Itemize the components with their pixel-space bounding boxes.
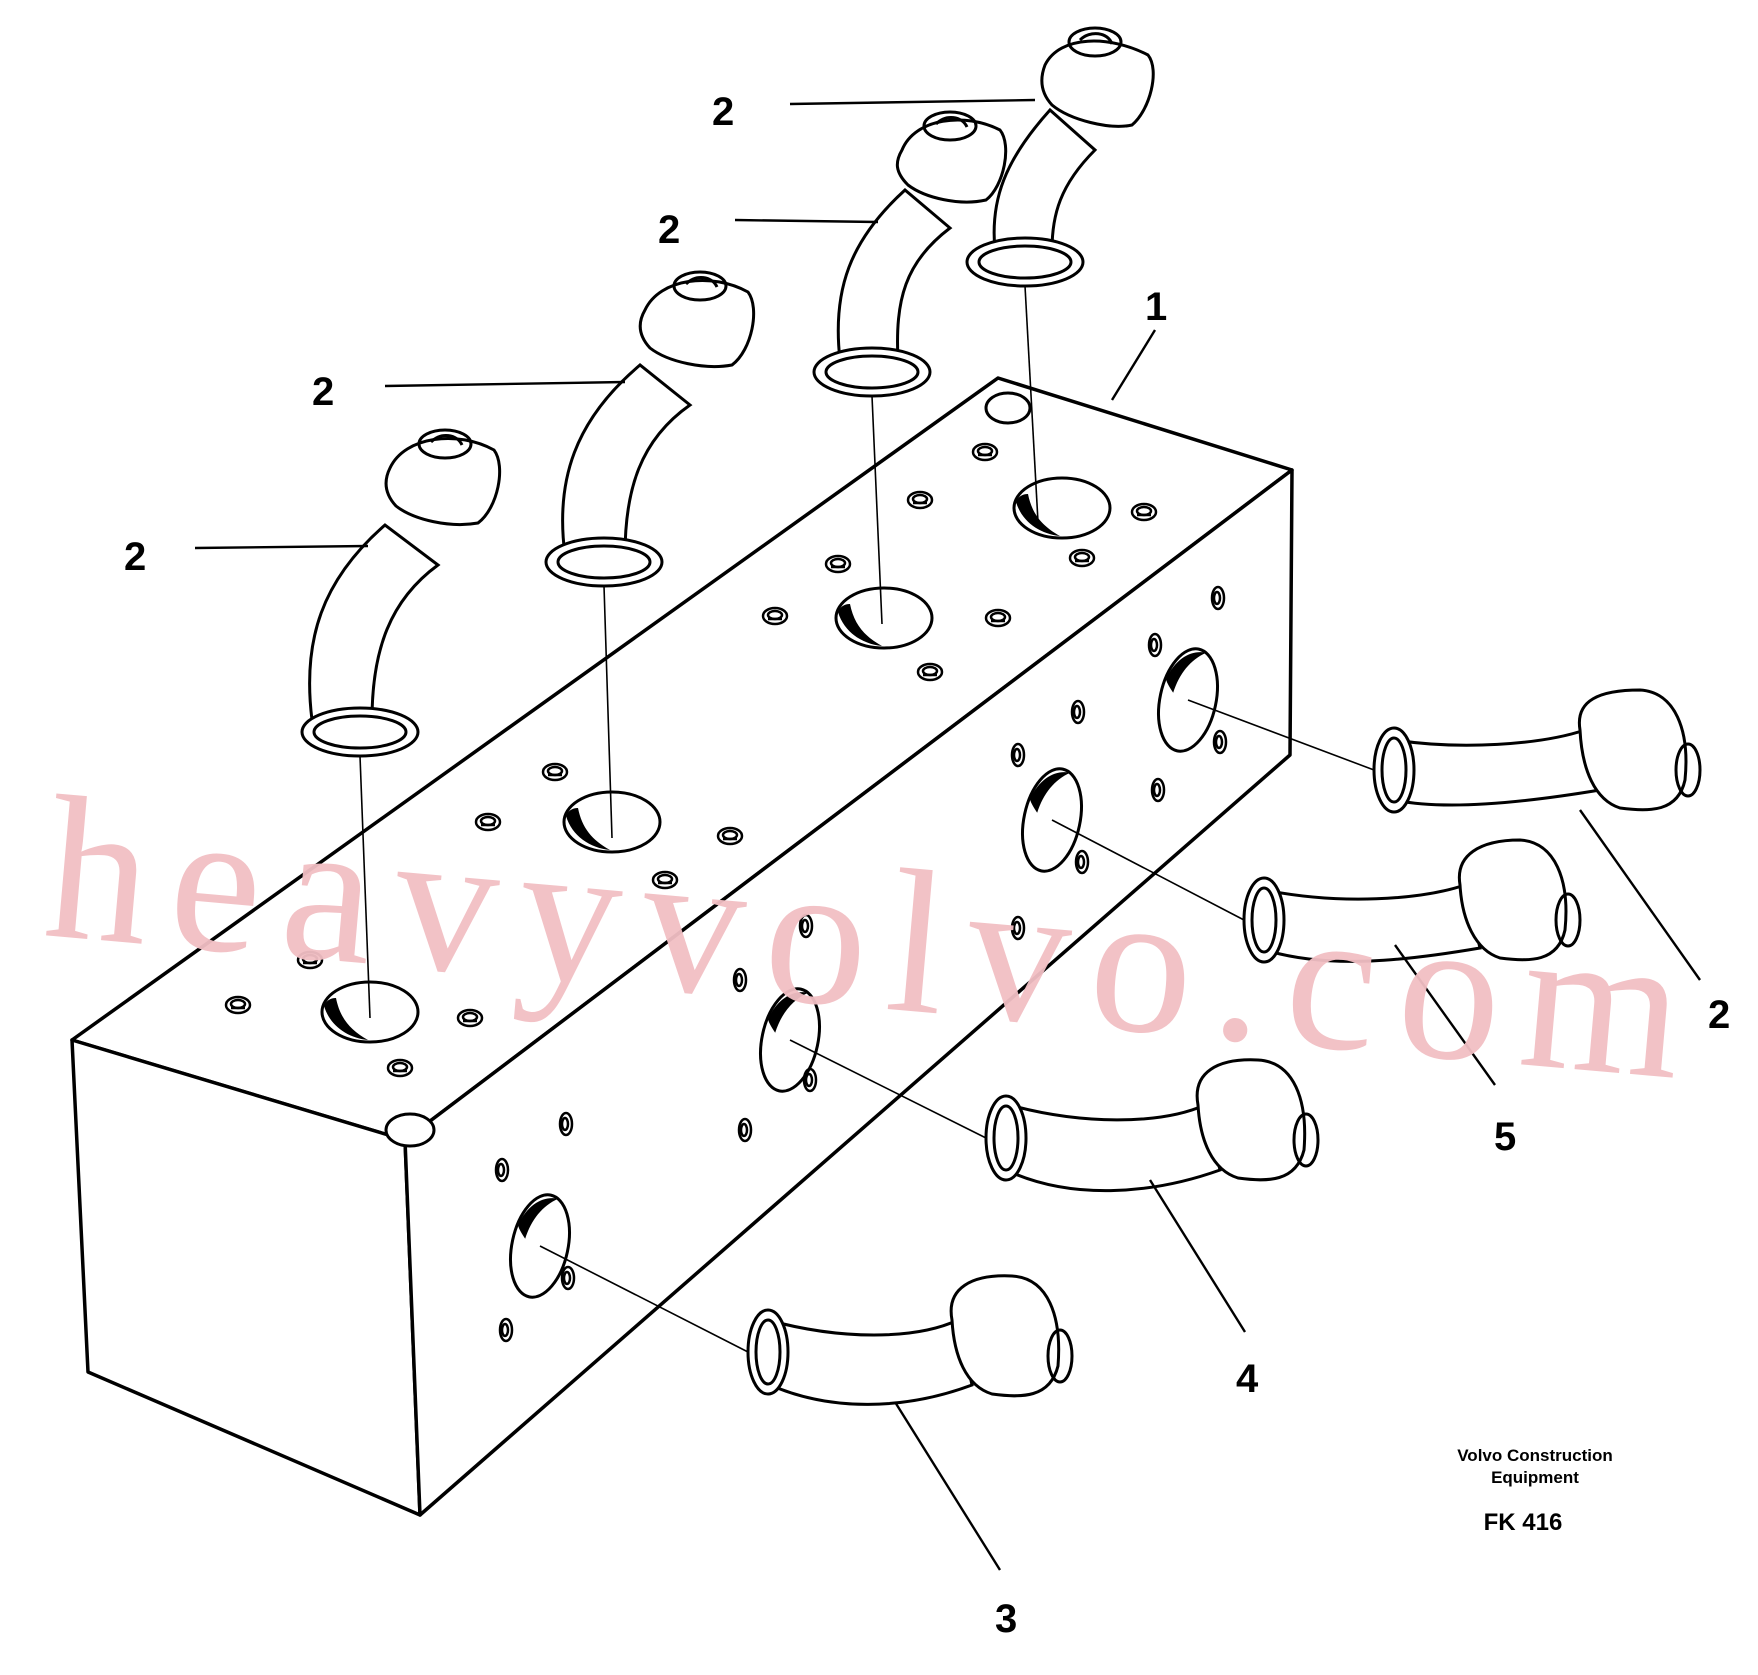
callout-2-top-c: 2 [658,208,680,252]
figure-caption: Volvo Construction Equipment FK 416 [1457,1446,1613,1536]
callout-5: 5 [1494,1115,1516,1159]
side-elbow-4 [984,1058,1320,1193]
callout-2-top-d: 2 [712,90,734,134]
callout-2-side: 2 [1708,993,1730,1037]
block-side-face [403,468,1294,1517]
callouts: 2 2 2 2 1 2 5 4 3 [124,90,1730,1641]
top-elbow-a [300,428,502,758]
callout-4: 4 [1236,1357,1259,1401]
valve-block [70,376,1294,1517]
top-elbow-b [544,270,756,588]
caption-figure-code: FK 416 [1484,1509,1563,1536]
caption-brand-line2: Equipment [1491,1468,1579,1487]
side-elbow-3 [746,1274,1074,1406]
callout-1-block: 1 [1145,285,1167,329]
caption-brand-line1: Volvo Construction [1457,1446,1613,1465]
callout-2-top-b: 2 [312,370,334,414]
center-lines [359,285,1375,1353]
callout-3: 3 [995,1597,1017,1641]
callout-2-top-a: 2 [124,535,146,579]
side-elbow-right [1372,688,1702,814]
leader-lines [194,98,1701,1571]
top-elbow-c [812,110,1008,398]
top-face-holes [224,391,1158,1148]
top-elbow-d [965,26,1155,288]
